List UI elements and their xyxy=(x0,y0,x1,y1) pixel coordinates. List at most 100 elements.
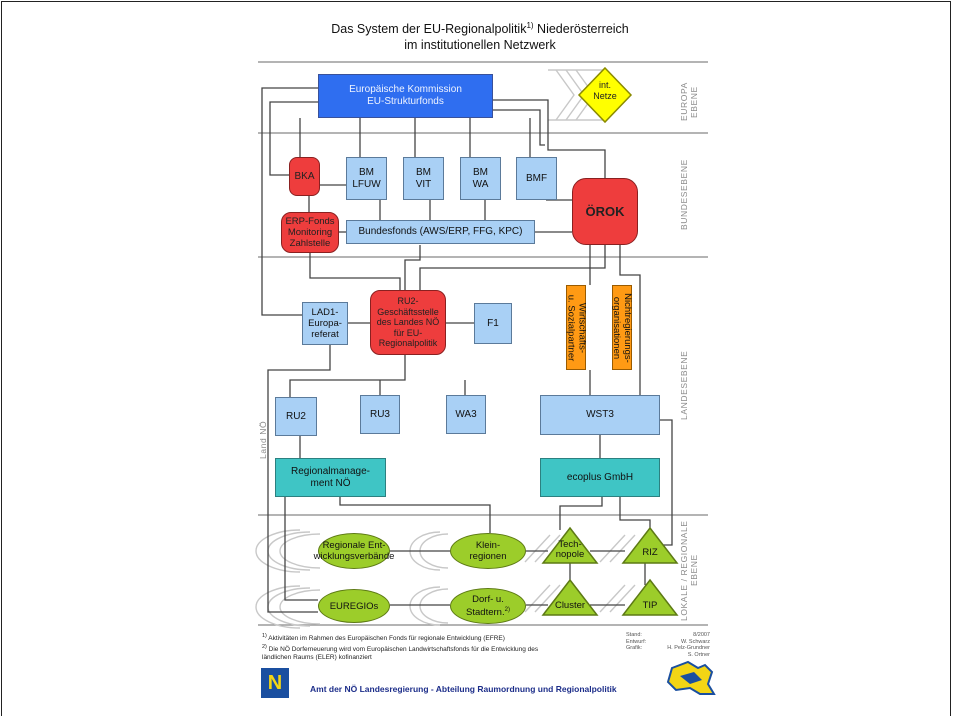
footnotes: 1) Aktivitäten im Rahmen des Europäische… xyxy=(262,632,622,662)
bm-lfuw-line-1: BM xyxy=(359,166,374,178)
ngo-line-2: organisationen xyxy=(611,296,623,359)
orok-node: ÖROK xyxy=(572,178,638,245)
ecoplus-label: ecoplus GmbH xyxy=(566,471,634,483)
logo-letter: N xyxy=(267,671,283,694)
footer-text: Amt der NÖ Landesregierung - Abteilung R… xyxy=(310,684,617,694)
ru2-gs-line-4: für EU- xyxy=(393,327,423,338)
ru2-node: RU2 xyxy=(275,397,317,436)
wisozial-line-2: u. Sozialpartner xyxy=(565,294,577,361)
credit-label-stand: Stand: xyxy=(626,632,642,638)
level-label-land: LANDESEBENE xyxy=(679,350,689,420)
regionalmanagement-node: Regionalmanage- ment NÖ xyxy=(275,458,386,497)
ngo-label: Nichtregierungs-organisationen xyxy=(611,293,633,363)
technopole-triangle xyxy=(541,526,599,564)
level-label-lokal: LOKALE / REGIONALE EBENE xyxy=(679,520,699,621)
regionale-ev-line-2: wicklungsverbände xyxy=(313,551,395,562)
bka-node: BKA xyxy=(289,157,320,196)
dorf-line-2: Stadtern. xyxy=(466,607,505,619)
footnote-1: 1) Aktivitäten im Rahmen des Europäische… xyxy=(262,632,622,643)
wirtschafts-sozialpartner-node: Wirtschafts-u. Sozialpartner xyxy=(565,285,587,370)
credit-value-author-2: H. Pelz-Grundner xyxy=(667,645,710,651)
lad1-line-3: referat xyxy=(311,329,339,340)
int-netze-label: int. Netze xyxy=(585,80,625,102)
eu-strukturfonds-label: EU-Strukturfonds xyxy=(367,96,444,107)
footnote-1-mark: 1) xyxy=(262,633,267,639)
wisozial-line-1: Wirtschafts- xyxy=(576,302,588,353)
eu-commission-label: Europäische Kommission xyxy=(349,84,462,95)
kleinregionen-line-2: regionen xyxy=(469,551,507,562)
bm-wa-line-1: BM xyxy=(473,166,488,178)
int-netze-line-1: int. xyxy=(598,80,611,90)
diagram-title: Das System der EU-Regionalpolitik1) Nied… xyxy=(250,18,710,53)
ru2-gs-line-5: Regionalpolitik xyxy=(378,338,438,349)
credit-label-entwurf: Entwurf: xyxy=(626,638,647,645)
title-line-1: Das System der EU-Regionalpolitik xyxy=(331,22,527,37)
ru3-label: RU3 xyxy=(369,408,390,420)
euregios-label: EUREGIOs xyxy=(329,600,379,612)
tip-triangle xyxy=(621,578,679,616)
regionalmanagement-line-2: ment NÖ xyxy=(310,477,351,489)
kleinregionen-line-1: Klein- xyxy=(475,540,501,551)
credits-values: 8/2007 W. Schwarz H. Pelz-Grundner S. Or… xyxy=(655,632,710,658)
int-netze-line-2: Netze xyxy=(593,91,617,101)
ru2-label: RU2 xyxy=(285,410,306,422)
bm-lfuw-line-2: LFUW xyxy=(352,178,381,190)
level-dividers xyxy=(258,61,708,626)
wa3-label: WA3 xyxy=(455,408,477,420)
bmf-label: BMF xyxy=(525,172,548,184)
dorf-line-2-wrap: Stadtern.2) xyxy=(466,605,510,618)
erp-line-1: ERP-Fonds xyxy=(285,216,335,227)
title-line-2: im institutionellen Netzwerk xyxy=(404,38,556,53)
erp-line-2: Monitoring xyxy=(287,227,333,238)
regionalmanagement-line-1: Regionalmanage- xyxy=(291,465,370,477)
credits-labels: Stand: Entwurf: Grafik: xyxy=(626,632,646,652)
ru2-gs-line-2: Geschäftsstelle xyxy=(377,306,439,317)
ru2-gs-line-3: des Landes NÖ xyxy=(376,317,440,328)
level-label-bund: BUNDESEBENE xyxy=(679,159,689,231)
bm-vit-line-1: BM xyxy=(416,166,431,178)
int-netze-diamond xyxy=(577,66,633,124)
bka-label: BKA xyxy=(294,170,315,182)
ngo-line-1: Nichtregierungs- xyxy=(622,292,634,363)
ecoplus-node: ecoplus GmbH xyxy=(540,458,660,497)
lad1-node: LAD1- Europa- referat xyxy=(302,302,348,345)
dorf-footnote-ref: 2) xyxy=(504,606,510,613)
lad1-line-2: Europa- xyxy=(308,318,342,329)
eu-commission-node: Europäische Kommission EU-Strukturfonds xyxy=(318,74,493,118)
level-label-europa: EUROPA EBENE xyxy=(679,82,699,122)
title-line-1-end: Niederösterreich xyxy=(533,22,629,37)
erp-fonds-node: ERP-Fonds Monitoring Zahlstelle xyxy=(281,212,339,253)
bm-vit-line-2: VIT xyxy=(415,178,432,190)
ru3-node: RU3 xyxy=(360,395,400,434)
kleinregionen-node: Klein- regionen xyxy=(450,533,526,569)
f1-label: F1 xyxy=(487,317,499,329)
ru2-gs-line-1: RU2- xyxy=(397,296,419,307)
footnote-1-text: Aktivitäten im Rahmen des Europäischen F… xyxy=(268,635,505,643)
lad1-line-1: LAD1- xyxy=(311,307,339,318)
cluster-label: Cluster xyxy=(554,600,586,611)
bundesfonds-node: Bundesfonds (AWS/ERP, FFG, KPC) xyxy=(346,220,535,244)
wirtschafts-sozialpartner-label: Wirtschafts-u. Sozialpartner xyxy=(565,294,587,361)
orok-label: ÖROK xyxy=(585,203,625,219)
dorf-line-1: Dorf- u. xyxy=(472,593,504,605)
technopole-line-1: Tech- xyxy=(558,539,582,550)
footnote-2-mark: 2) xyxy=(262,644,267,651)
dorf-stadterneuerung-node: Dorf- u. Stadtern.2) xyxy=(450,588,526,624)
bm-wa-line-2: WA xyxy=(472,178,489,190)
ngo-node: Nichtregierungs-organisationen xyxy=(611,285,633,370)
regionale-entwicklungsverbaende-node: Regionale Ent- wicklungsverbände xyxy=(314,533,394,569)
footnote-2: 2) Die NÖ Dorferneuerung wird vom Europä… xyxy=(262,643,622,654)
footnote-2-text-a: Die NÖ Dorferneuerung wird vom Europäisc… xyxy=(268,646,539,654)
wa3-node: WA3 xyxy=(446,395,486,434)
wst3-node: WST3 xyxy=(540,395,660,435)
ru2-geschaeftsstelle-node: RU2- Geschäftsstelle des Landes NÖ für E… xyxy=(370,290,446,355)
f1-node: F1 xyxy=(474,303,512,344)
euregios-node: EUREGIOs xyxy=(318,589,390,623)
bmf-node: BMF xyxy=(516,157,557,200)
riz-triangle xyxy=(621,526,679,564)
technopole-label: Tech-nopole xyxy=(550,540,590,560)
